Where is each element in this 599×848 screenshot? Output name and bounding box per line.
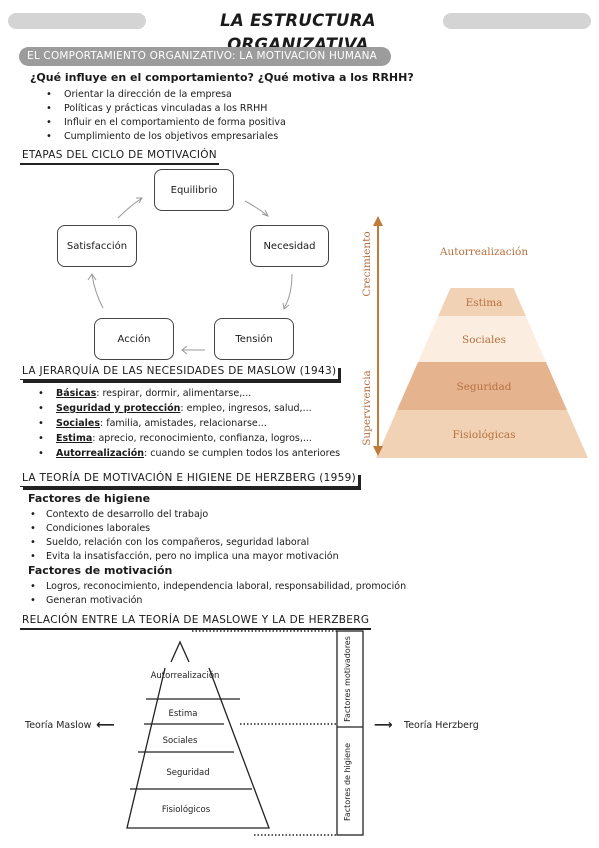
cycle-stage-necesidad: Necesidad	[250, 225, 329, 267]
maslow-term: Estima	[56, 433, 93, 444]
maslow-item: Estima: aprecio, reconocimiento, confian…	[26, 431, 340, 446]
maslow-desc: : aprecio, reconocimiento, confianza, lo…	[92, 433, 312, 444]
question-text: ¿Qué influye en el comportamiento? ¿Qué …	[30, 71, 414, 84]
influence-item: Orientar la dirección de la empresa	[34, 88, 286, 102]
maslow-pyramid-label: Seguridad	[457, 381, 512, 393]
right-arrow-icon: ⟶	[374, 718, 393, 733]
axis-label-supervivencia: Supervivencia	[361, 370, 373, 446]
hygiene-label: Factores de higiene	[343, 743, 352, 821]
arrow-equilibrio-necesidad	[244, 200, 269, 217]
cycle-stage-tension: Tensión	[214, 318, 294, 360]
maslow-term: Sociales	[56, 418, 101, 429]
maslow-heading: LA JERARQUÍA DE LAS NECESIDADES DE MASLO…	[20, 365, 339, 380]
left-label: Teoría Maslow	[24, 720, 92, 731]
maslow-desc: : respirar, dormir, alimentarse,...	[96, 388, 252, 399]
maslow-pyramid: AutorrealizaciónEstimaSocialesSeguridadF…	[361, 216, 588, 458]
maslow-term: Autorrealización	[56, 448, 145, 459]
relation-diagram: Autorrealización Estima Sociales Segurid…	[24, 630, 479, 836]
motivation-item: Generan motivación	[24, 594, 406, 608]
motivation-item: Logros, reconocimiento, independencia la…	[24, 580, 406, 594]
motivation-title: Factores de motivación	[28, 564, 173, 577]
maslow-item: Sociales: familia, amistades, relacionar…	[26, 416, 340, 431]
motivation-list: Logros, reconocimiento, independencia la…	[24, 580, 406, 608]
relation-heading: RELACIÓN ENTRE LA TEORÍA DE MASLOWE Y LA…	[20, 614, 372, 630]
herzberg-heading: LA TEORÍA DE MOTIVACIÓN E HIGIENE DE HER…	[20, 472, 358, 487]
influence-item: Políticas y prácticas vinculadas a los R…	[34, 102, 286, 116]
maslow-item: Básicas: respirar, dormir, alimentarse,.…	[26, 386, 340, 401]
maslow-term: Seguridad y protección	[56, 403, 181, 414]
herzberg-box	[336, 630, 364, 836]
relation-level-autorrealizacion: Autorrealización	[151, 670, 220, 681]
cycle-heading: ETAPAS DEL CICLO DE MOTIVACIÓN	[20, 149, 219, 165]
maslow-item: Autorrealización: cuando se cumplen todo…	[26, 446, 340, 461]
cycle-stage-accion: Acción	[94, 318, 174, 360]
maslow-pyramid-band	[376, 410, 588, 458]
hygiene-item: Sueldo, relación con los compañeros, seg…	[24, 536, 339, 550]
maslow-desc: : empleo, ingresos, salud,...	[180, 403, 312, 414]
maslow-desc: : familia, amistades, relacionarse...	[100, 418, 267, 429]
hygiene-item: Contexto de desarrollo del trabajo	[24, 508, 339, 522]
title-banner: La estructura organizativa	[8, 9, 591, 54]
title-bar-right	[443, 13, 591, 29]
relation-apex	[170, 640, 190, 663]
right-label: Teoría Herzberg	[403, 720, 479, 731]
hygiene-item: Evita la insatisfacción, pero no implica…	[24, 550, 339, 564]
maslow-axis-arrow-down	[373, 446, 383, 456]
relation-level-estima: Estima	[169, 709, 198, 719]
maslow-list: Básicas: respirar, dormir, alimentarse,.…	[26, 386, 340, 461]
maslow-desc: : cuando se cumplen todos los anteriores	[144, 448, 341, 459]
motivators-label: Factores motivadores	[343, 636, 352, 722]
cycle-stage-equilibrio: Equilibrio	[154, 169, 234, 211]
arrow-accion-satisfaccion	[91, 274, 104, 309]
hygiene-title: Factores de higiene	[28, 492, 151, 505]
maslow-item: Seguridad y protección: empleo, ingresos…	[26, 401, 340, 416]
influence-item: Cumplimiento de los objetivos empresaria…	[34, 130, 286, 144]
maslow-pyramid-label: Autorrealización	[439, 246, 528, 258]
arrow-satisfaccion-equilibrio	[117, 197, 143, 219]
hygiene-list: Contexto de desarrollo del trabajoCondic…	[24, 508, 339, 564]
maslow-pyramid-label: Fisiológicas	[453, 429, 516, 441]
motivation-header: EL COMPORTAMIENTO ORGANIZATIVO: LA MOTIV…	[19, 47, 391, 66]
arrow-necesidad-tension	[283, 273, 293, 309]
maslow-axis-arrow-up	[373, 216, 383, 226]
relation-level-seguridad: Seguridad	[166, 768, 209, 778]
influence-item: Influir en el comportamiento de forma po…	[34, 116, 286, 130]
page-title: La estructura organizativa	[220, 11, 376, 54]
maslow-term: Básicas	[56, 388, 97, 399]
cycle-stage-satisfaccion: Satisfacción	[57, 225, 137, 267]
maslow-pyramid-label: Estima	[466, 297, 503, 309]
left-arrow-icon: ⟵	[96, 718, 115, 733]
maslow-pyramid-label: Sociales	[462, 334, 506, 346]
axis-label-crecimiento: Crecimiento	[361, 231, 373, 296]
relation-level-sociales: Sociales	[163, 736, 198, 746]
relation-level-fisiologicos: Fisiológicos	[162, 804, 211, 815]
hygiene-item: Condiciones laborales	[24, 522, 339, 536]
relation-outline	[126, 667, 270, 829]
influences-list: Orientar la dirección de la empresaPolít…	[34, 88, 286, 144]
title-bar-left	[8, 13, 146, 29]
